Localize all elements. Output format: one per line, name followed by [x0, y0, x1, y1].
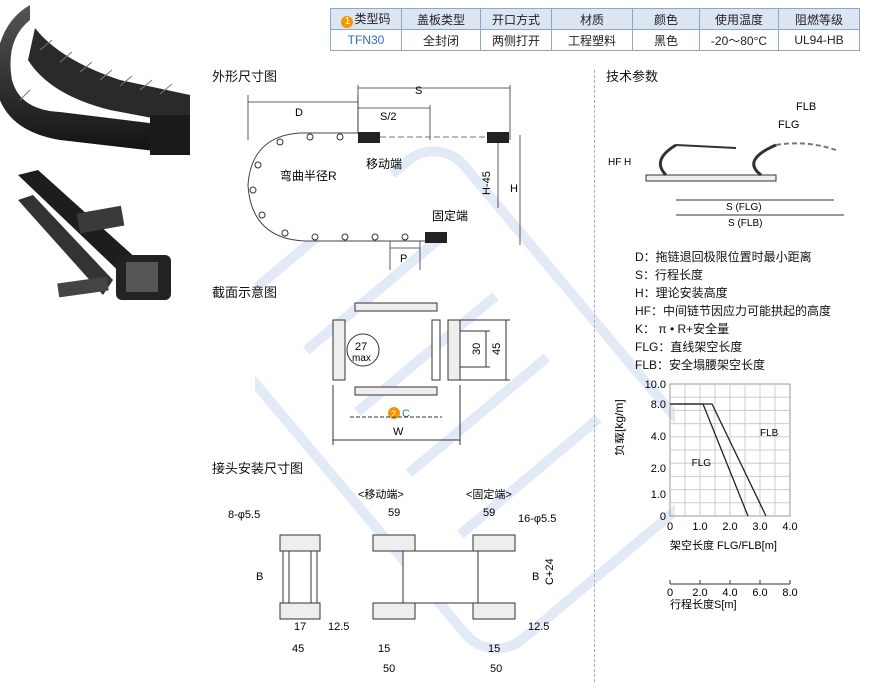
series-label-FLB: FLB [760, 428, 779, 439]
product-photo-chain [0, 5, 190, 155]
dim-12a: 12.5 [328, 621, 349, 633]
note-item: FLB：安全塌腰架空长度 [635, 358, 766, 372]
y-tick-label: 10.0 [645, 379, 666, 391]
index-badge: 1 [341, 16, 354, 28]
tech-H: H [624, 157, 631, 168]
hole-left-label: 8-φ5.5 [228, 509, 260, 521]
dim-S-half: S/2 [380, 111, 397, 123]
dim-15b: 15 [488, 643, 500, 655]
tech-HF: HF [608, 157, 621, 168]
notes-list: D：拖链退回极限位置时最小距离 S：行程长度 H：理论安装高度 HF：中间链节因… [635, 248, 831, 374]
x2-tick-label: 2.0 [692, 587, 707, 599]
x2-tick-label: 0 [667, 587, 673, 599]
value-flame: UL94-HB [778, 29, 860, 51]
chart-ylabel: 负载[kg/m] [615, 399, 626, 456]
y-tick-label: 8.0 [651, 399, 666, 411]
divider [594, 70, 595, 682]
dim-45: 45 [491, 343, 503, 355]
dim-17: 17 [294, 621, 306, 633]
x-tick-label: 1.0 [692, 521, 707, 533]
header-color: 颜色 [632, 8, 700, 30]
section-mount-title: 接头安装尺寸图 [212, 461, 304, 476]
header-temp: 使用温度 [699, 8, 779, 30]
chart-xlabel: 架空长度 FLG/FLB[m] [670, 538, 777, 552]
value-temp: -20～80°C [699, 29, 779, 51]
value-material: 工程塑料 [551, 29, 633, 51]
tech-S-FLG: S (FLG) [726, 202, 762, 213]
x-tick-label: 3.0 [752, 521, 767, 533]
chart-x2label: 行程长度S[m] [670, 597, 737, 611]
header-cover: 盖板类型 [401, 8, 481, 30]
dim-12b: 12.5 [528, 621, 549, 633]
c-badge: 2 [391, 409, 396, 419]
product-photo-open [18, 170, 171, 300]
max-bottom: max [352, 353, 371, 364]
dim-15a: 15 [378, 643, 390, 655]
note-item: FLG：直线架空长度 [635, 340, 743, 354]
y-tick-label: 4.0 [651, 431, 666, 443]
load-chart: 负载[kg/m] 架空长度 FLG/FLB[m] 行程长度S[m] 10.0 8.… [615, 379, 798, 611]
dim-59a: 59 [388, 507, 400, 519]
label-moving-end: 移动端 [366, 157, 402, 171]
label-bend-radius: 弯曲半径R [280, 168, 337, 183]
header-material: 材质 [551, 8, 633, 30]
dim-P: P [400, 253, 407, 265]
moving-title: <移动端> [358, 488, 404, 501]
fixed-title: <固定端> [466, 487, 512, 501]
mount-drawing: 8-φ5.5 B 17 45 12.5 <移动端> <固定端> 59 59 16… [228, 487, 556, 675]
w-label: W [393, 426, 404, 438]
note-item: S：行程长度 [635, 268, 704, 282]
note-item: D：拖链退回极限位置时最小距离 [635, 250, 812, 264]
section-cross-title: 截面示意图 [212, 285, 278, 300]
value-opening: 两侧打开 [480, 29, 552, 51]
tech-S-FLB: S (FLB) [728, 218, 762, 229]
hole-right-label: 16-φ5.5 [518, 513, 556, 525]
x-tick-label: 2.0 [722, 521, 737, 533]
y-tick-label: 0 [660, 511, 666, 523]
dim-H: H [510, 183, 518, 195]
tech-FLB: FLB [796, 101, 816, 113]
note-item: HF：中间链节因应力可能拱起的高度 [635, 304, 831, 318]
tech-FLG: FLG [778, 119, 799, 131]
dim-D: D [295, 107, 303, 119]
series-label-FLG: FLG [692, 458, 712, 469]
value-type-code: TFN30 [330, 29, 402, 51]
dim-C24: C+24 [544, 558, 556, 585]
note-item: H：理论安装高度 [635, 286, 728, 300]
dim-S: S [415, 85, 422, 97]
tech-drawing: FLB FLG HF H S (FLG) S (FLB) [608, 101, 844, 229]
dim-H45: H-45 [481, 171, 493, 195]
dim-50b: 50 [490, 663, 502, 675]
dim-59b: 59 [483, 507, 495, 519]
dim-45-mount: 45 [292, 643, 304, 655]
section-tech-title: 技术参数 [606, 69, 659, 84]
header-flame: 阻燃等级 [778, 8, 860, 30]
x-tick-label: 0 [667, 521, 673, 533]
value-color: 黑色 [632, 29, 700, 51]
max-top: 27 [355, 341, 367, 353]
dim-50a: 50 [383, 663, 395, 675]
x2-tick-label: 8.0 [782, 587, 797, 599]
cross-section-drawing: 27 max 30 45 2 C W [332, 302, 510, 445]
note-item: K： π • R+安全量 [635, 322, 730, 336]
c-label: C [402, 408, 410, 420]
x2-tick-label: 6.0 [752, 587, 767, 599]
header-opening: 开口方式 [480, 8, 552, 30]
dim-B2: B [532, 571, 539, 583]
outline-drawing: D S/2 S H-45 H P 移动端 固定端 弯曲半径R [247, 85, 521, 270]
series-line-FLB [670, 403, 767, 517]
section-outline-title: 外形尺寸图 [212, 69, 278, 84]
y-tick-label: 1.0 [651, 489, 666, 501]
y-tick-label: 2.0 [651, 463, 666, 475]
value-cover: 全封闭 [401, 29, 481, 51]
label-fixed-end: 固定端 [432, 208, 468, 223]
dim-B1: B [256, 571, 263, 583]
x-tick-label: 4.0 [782, 521, 797, 533]
x2-tick-label: 4.0 [722, 587, 737, 599]
dim-30: 30 [471, 343, 483, 355]
